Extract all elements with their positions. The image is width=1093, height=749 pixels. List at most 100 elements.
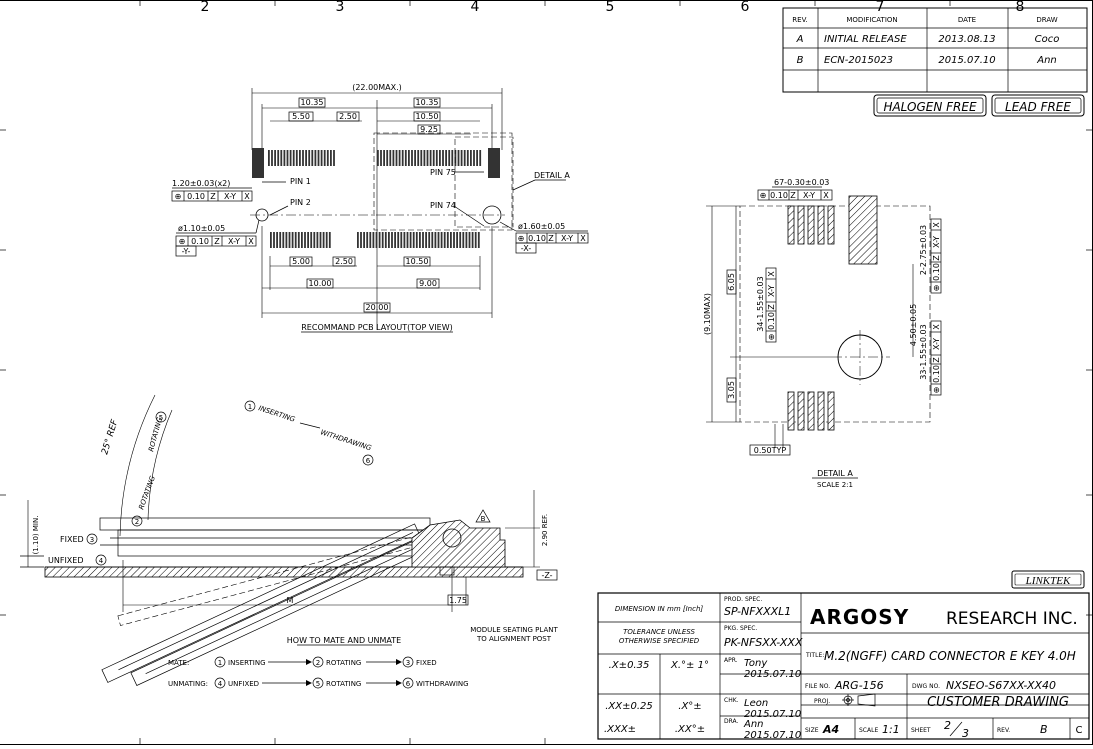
svg-text:Z: Z: [790, 191, 796, 200]
pin2-label: PIN 2: [290, 198, 311, 207]
unmating-label: UNMATING:: [168, 680, 208, 688]
zone-number: 3: [336, 0, 345, 15]
halogen-free-badge: HALOGEN FREE: [873, 94, 987, 117]
dim-bottom: 5.00: [292, 257, 310, 266]
rotating-label-2: ROTATING: [137, 474, 157, 510]
contact-pad: [316, 232, 319, 248]
tol-frame: ⊕ 0.10 Z X-Y X: [765, 267, 777, 343]
contact-pad: [282, 232, 285, 248]
contact-pad: [369, 232, 372, 248]
pad-row-top-right: [377, 150, 482, 166]
datum-y: -Y-: [182, 247, 191, 256]
contact-pad: [445, 150, 447, 166]
detail-pads-top: [787, 205, 835, 245]
dra-label: DRA.: [724, 718, 739, 725]
svg-text:0.10: 0.10: [932, 365, 941, 383]
svg-text:0.10: 0.10: [932, 263, 941, 281]
contact-pad: [428, 232, 431, 248]
chk-name: Leon: [744, 698, 768, 709]
contact-pad: [357, 232, 359, 248]
contact-pad: [406, 232, 409, 248]
svg-text:⊕: ⊕: [932, 387, 941, 394]
svg-text:X: X: [932, 324, 941, 330]
svg-text:0.10: 0.10: [770, 191, 788, 200]
hole-small-note: ø1.10±0.05: [178, 224, 225, 233]
pcb-layout: (22.00MAX.) 10.35 10.35 5.50 2.50 10.50 …: [171, 83, 589, 333]
angle-label: 25° REF: [100, 418, 120, 456]
contact-pad: [294, 232, 297, 248]
contact-pad: [397, 232, 400, 248]
withdrawing-label: WITHDRAWING: [319, 428, 373, 452]
contact-pad: [283, 150, 286, 166]
contact-pad: [383, 150, 385, 166]
svg-text:HALOGEN FREE: HALOGEN FREE: [883, 100, 976, 114]
pad-row-bottom-left: [270, 232, 331, 248]
contact-pad: [446, 232, 449, 248]
contact-pad: [384, 232, 387, 248]
detail-left-dim: 6.05: [727, 273, 736, 291]
pad-row-bottom-right: [357, 232, 480, 248]
tol-value: .XXX±: [604, 724, 636, 735]
warning-mark: B: [481, 515, 486, 523]
tol-value: .XX±0.25: [605, 701, 653, 712]
svg-text:Z: Z: [932, 255, 941, 261]
contact-pad: [807, 205, 815, 245]
pkg-spec-label: PKG. SPEC.: [724, 625, 757, 632]
contact-pad: [807, 391, 815, 431]
contact-pad: [415, 232, 418, 248]
side-view: B 25° REF ROTATING 5 ROTATING 2 1 INSERT…: [20, 394, 558, 686]
contact-pad: [286, 150, 289, 166]
contact-pad: [292, 150, 295, 166]
svg-text:X: X: [580, 234, 586, 243]
contact-pad: [817, 391, 825, 431]
contact-pad: [465, 232, 468, 248]
zone-number: 5: [606, 0, 615, 15]
module-note: TO ALIGNMENT POST: [476, 635, 552, 643]
svg-text:⊕: ⊕: [767, 334, 776, 341]
svg-text:INSERTING: INSERTING: [228, 659, 266, 667]
contact-pad: [301, 232, 303, 248]
step-1: 1: [248, 403, 252, 411]
contact-pad: [414, 150, 416, 166]
contact-pad: [289, 150, 292, 166]
contact-pad: [333, 150, 335, 166]
zone-number: 2: [201, 0, 210, 15]
svg-text:Z: Z: [210, 192, 216, 201]
svg-text:WITHDRAWING: WITHDRAWING: [416, 680, 469, 688]
svg-text:Z: Z: [214, 237, 220, 246]
inserting-label: INSERTING: [257, 404, 296, 424]
linktek-logo: LINKTEK: [1011, 570, 1085, 589]
step-2: 2: [135, 518, 139, 526]
contact-pad: [439, 150, 441, 166]
svg-text:ROTATING: ROTATING: [326, 680, 361, 688]
detail-scale: SCALE 2:1: [817, 481, 853, 489]
apr-name: Tony: [744, 658, 768, 669]
dim-bottom: 20.00: [366, 303, 389, 312]
datum-z: -Z-: [541, 571, 552, 580]
contact-pad: [453, 232, 455, 248]
dim-bottom: 10.00: [309, 279, 332, 288]
contact-pad: [274, 150, 276, 166]
contact-pad: [276, 232, 278, 248]
pad-row-top-left: [268, 150, 335, 166]
dim-top: 10.50: [416, 112, 439, 121]
tol-value: .XX°±: [675, 724, 705, 735]
contact-pad: [827, 205, 835, 245]
svg-text:⊕: ⊕: [179, 237, 186, 246]
lead-free-badge: LEAD FREE: [991, 94, 1085, 117]
svg-text:X: X: [244, 192, 250, 201]
contact-pad: [311, 150, 314, 166]
rev-cell: 2015.07.10: [938, 55, 995, 66]
contact-pad: [454, 150, 457, 166]
svg-text:Z: Z: [548, 234, 554, 243]
rev-header: DATE: [958, 16, 976, 24]
svg-text:⊕: ⊕: [760, 191, 767, 200]
contact-pad: [423, 150, 426, 166]
svg-text:2: 2: [316, 659, 320, 667]
mate-notes: HOW TO MATE AND UNMATE MODULE SEATING PL…: [168, 626, 558, 689]
svg-text:X-Y: X-Y: [932, 236, 941, 248]
contact-pad: [308, 150, 311, 166]
contact-pad: [268, 150, 270, 166]
svg-text:0.10: 0.10: [191, 237, 209, 246]
